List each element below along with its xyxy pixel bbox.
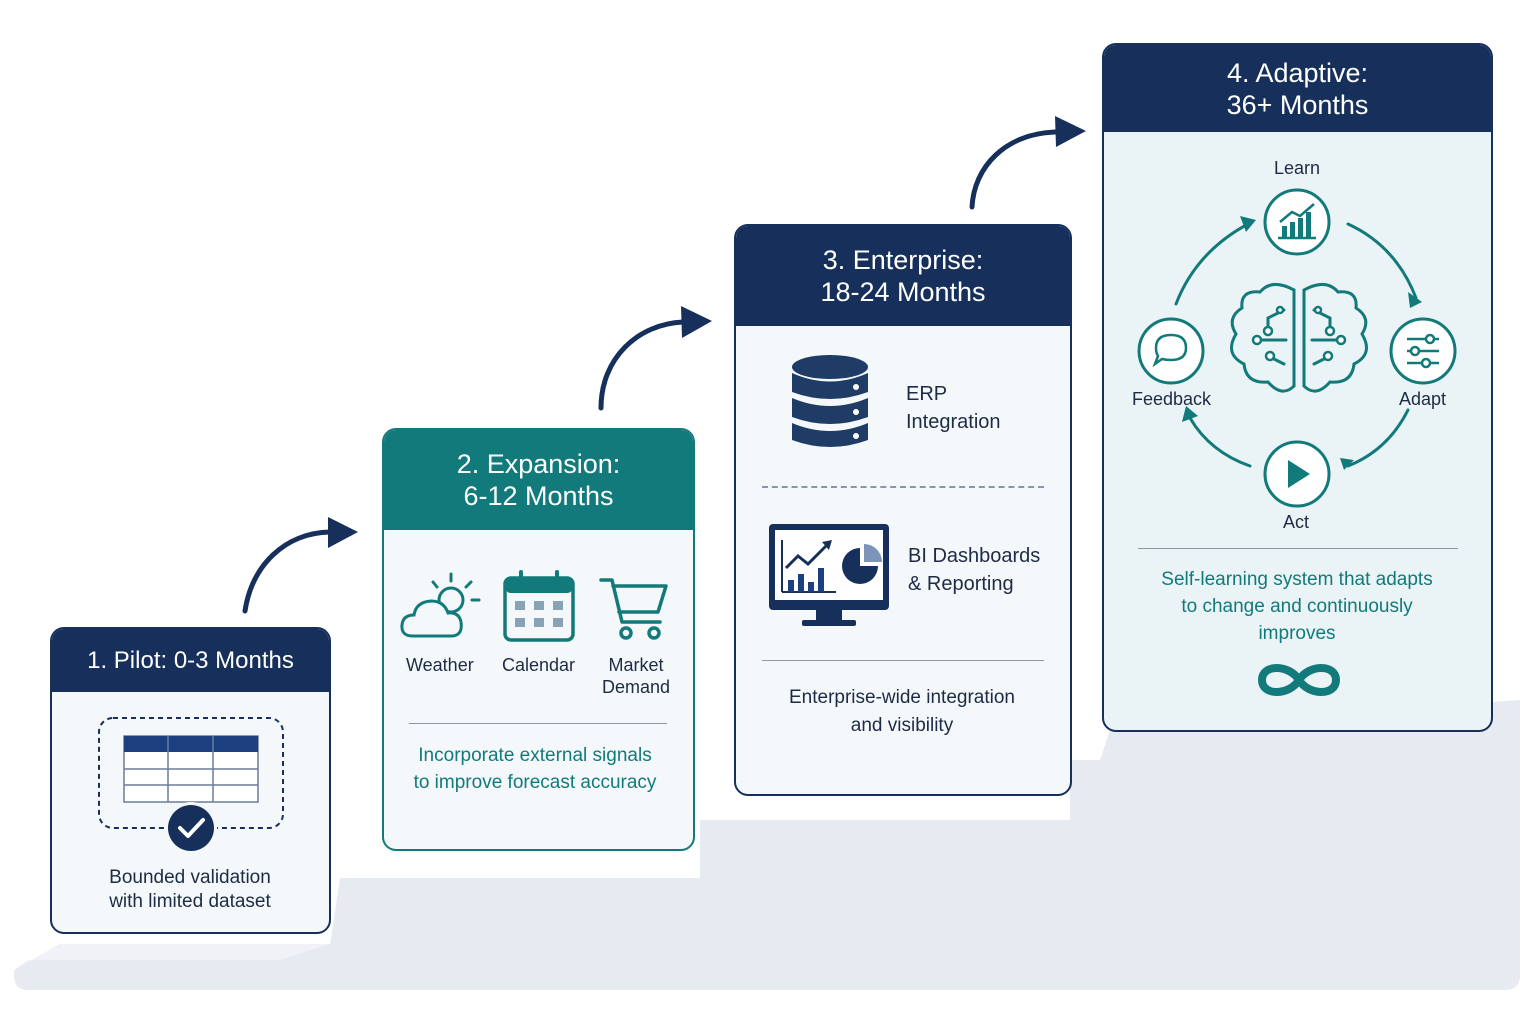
database-icon	[792, 355, 868, 447]
calendar-icon	[503, 570, 575, 642]
stage-enterprise-title-line1: 3. Enterprise:	[822, 245, 984, 275]
stage-adaptive-title-line2: 36+ Months	[1226, 89, 1369, 120]
cycle-learn-label: Learn	[1274, 158, 1321, 178]
brain-circuit-icon	[1230, 283, 1368, 393]
progress-arrow-2	[598, 306, 712, 411]
infinity-icon	[1257, 664, 1341, 696]
bi-dashboards-label: BI Dashboards & Reporting	[908, 545, 1041, 595]
signal-market-demand-label: Market Demand	[602, 655, 671, 697]
learn-icon	[1263, 188, 1331, 256]
stage-expansion-card: 2. Expansion: 6-12 Months	[382, 428, 695, 851]
divider	[762, 660, 1044, 661]
table-check-icon	[98, 717, 284, 854]
cycle-feedback-label: Feedback	[1132, 389, 1212, 409]
stage-pilot-header: 1. Pilot: 0-3 Months	[52, 629, 329, 692]
stage-expansion-title-line1: 2. Expansion:	[456, 449, 621, 479]
act-icon	[1263, 440, 1331, 508]
monitor-chart-icon	[769, 524, 889, 626]
progress-arrow-3	[969, 116, 1086, 210]
adaptive-cycle-diagram	[1137, 188, 1457, 508]
feedback-icon	[1137, 317, 1205, 385]
erp-integration-label: ERP Integration	[906, 383, 1001, 433]
stage-adaptive-description: Self-learning system that adapts to chan…	[1161, 569, 1433, 644]
stage-pilot-description: Bounded validation with limited dataset	[109, 867, 271, 912]
signal-weather-label: Weather	[406, 655, 474, 675]
cycle-adapt-label: Adapt	[1399, 389, 1447, 409]
cycle-act-label: Act	[1283, 512, 1310, 532]
stage-pilot-card: 1. Pilot: 0-3 Months Bounded validation …	[50, 627, 331, 934]
stage-adaptive-title-line1: 4. Adaptive:	[1226, 57, 1369, 88]
divider	[409, 723, 667, 724]
adapt-icon	[1389, 317, 1457, 385]
weather-icon	[400, 572, 481, 638]
stage-adaptive-header: 4. Adaptive: 36+ Months	[1104, 45, 1491, 132]
stage-expansion-header: 2. Expansion: 6-12 Months	[384, 430, 693, 530]
stage-enterprise-card: 3. Enterprise: 18-24 Months ERP Integrat…	[734, 224, 1072, 796]
stage-pilot-title: 1. Pilot: 0-3 Months	[87, 646, 294, 674]
stage-expansion-description: Incorporate external signals to improve …	[413, 745, 657, 793]
signal-calendar-label: Calendar	[502, 655, 576, 675]
stage-enterprise-description: Enterprise-wide integration and visibili…	[788, 687, 1015, 736]
dashed-divider	[762, 486, 1044, 488]
divider	[1138, 548, 1458, 549]
stage-enterprise-header: 3. Enterprise: 18-24 Months	[736, 226, 1070, 326]
stage-adaptive-card: 4. Adaptive: 36+ Months	[1102, 43, 1493, 732]
cart-icon	[599, 578, 668, 640]
stage-enterprise-title-line2: 18-24 Months	[820, 277, 986, 307]
stage-expansion-title-line2: 6-12 Months	[463, 481, 614, 511]
progress-arrow-1	[242, 517, 358, 614]
